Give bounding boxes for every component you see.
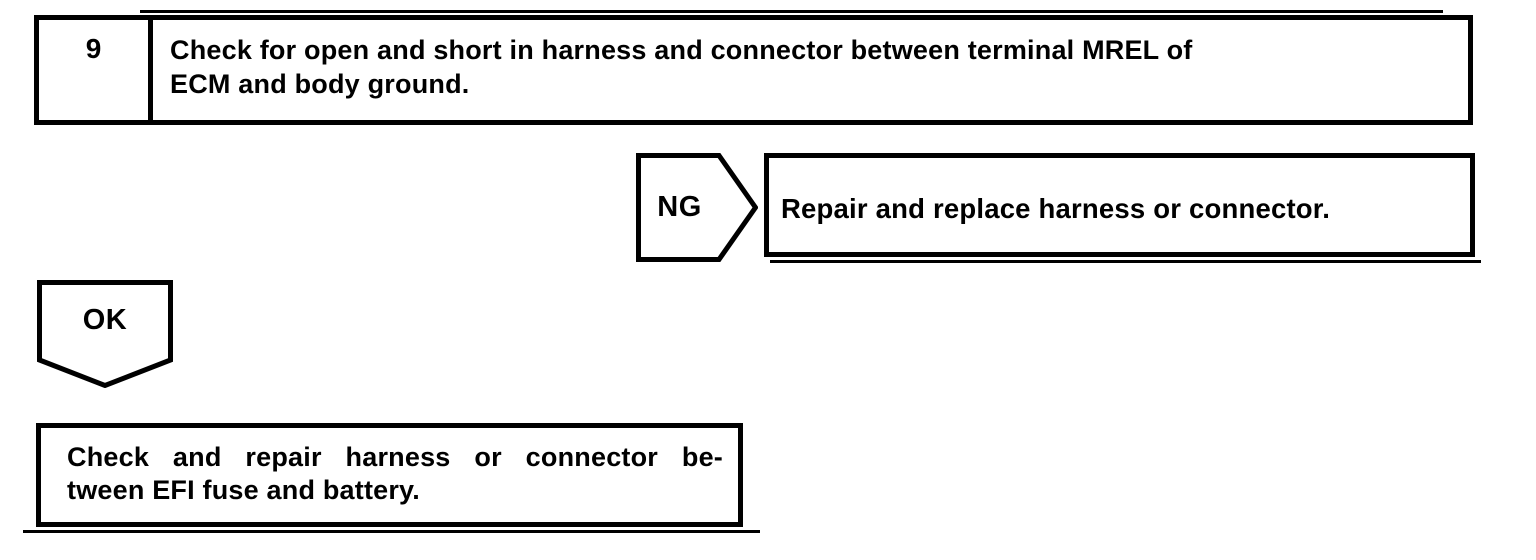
step-number-cell: 9 (39, 20, 153, 120)
step-instruction: Check for open and short in harness and … (153, 20, 1468, 120)
ng-result-text: Repair and replace harness or connector. (781, 193, 1331, 224)
ok-result-underline (23, 530, 760, 533)
ng-result-box: Repair and replace harness or connector. (764, 153, 1475, 257)
top-rule-line (140, 10, 1443, 13)
step-instruction-line-1: Check for open and short in harness and … (170, 35, 1193, 65)
ok-result-text-line-2: tween EFI fuse and battery. (67, 475, 420, 505)
ng-connector-label: NG (657, 191, 702, 223)
ok-arrow-shape (37, 280, 173, 388)
ng-result-underline (770, 260, 1481, 263)
ng-arrow-shape (636, 153, 758, 262)
ok-result-text-line-1: Check and repair harness or connector be… (67, 442, 723, 472)
ok-connector-label: OK (82, 303, 128, 336)
step-instruction-line-2: ECM and body ground. (170, 69, 470, 99)
step-number: 9 (85, 33, 102, 64)
step-box: 9 Check for open and short in harness an… (34, 15, 1473, 125)
ok-result-box: Check and repair harness or connector be… (36, 423, 743, 527)
